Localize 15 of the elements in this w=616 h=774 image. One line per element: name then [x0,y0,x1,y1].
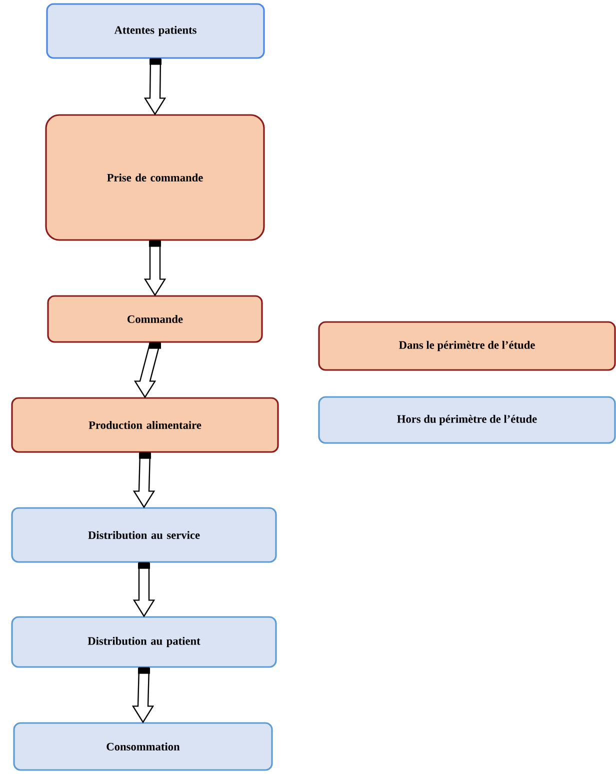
process-box: Consommation [13,722,273,771]
process-box: Attentes patients [46,3,265,59]
legend-label: Dans le périmètre de l’étude [399,340,535,352]
process-box: Distribution au patient [11,616,277,668]
process-box: Distribution au service [11,507,277,563]
block-arrow [144,58,166,116]
process-box: Commande [47,295,263,343]
process-box: Prise de commande [45,114,265,241]
process-box: Production alimentaire [11,397,279,453]
block-arrow [132,452,156,508]
block-arrow [132,562,156,618]
block-arrow [144,240,166,296]
block-arrow [134,342,161,398]
block-arrow [132,667,154,724]
legend-label: Hors du périmètre de l’étude [397,414,537,426]
